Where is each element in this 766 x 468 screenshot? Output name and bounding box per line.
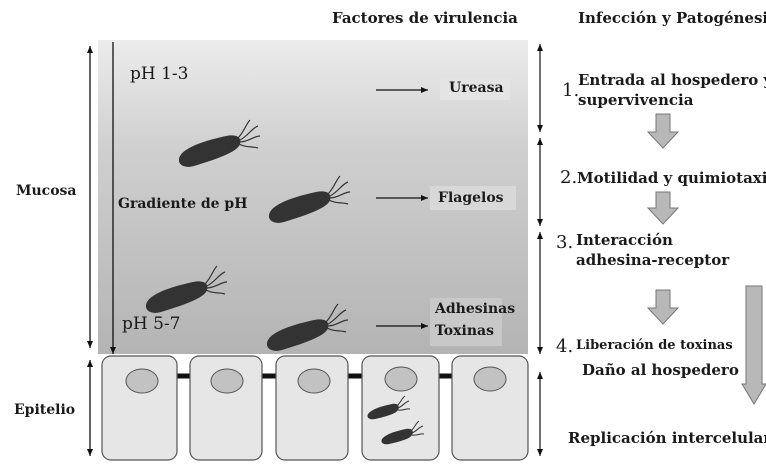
step-2-line1: Motilidad y quimiotaxis	[577, 169, 766, 187]
ph-gradient-label: Gradiente de pH	[118, 196, 248, 212]
region-label-epitelio: Epitelio	[14, 402, 76, 418]
flow-arrows	[646, 113, 766, 405]
cell-nucleus	[125, 368, 159, 394]
factor-toxinas: Toxinas	[435, 323, 494, 339]
step-2-number: 2.	[560, 167, 578, 188]
factor-ureasa: Ureasa	[449, 80, 504, 96]
epithelial-cell	[189, 355, 263, 461]
step-3-line2: adhesina-receptor	[576, 251, 730, 269]
cell-nucleus	[297, 368, 331, 394]
ph-top-label: pH 1-3	[130, 64, 189, 84]
outcome-host-damage: Daño al hospedero	[582, 361, 739, 379]
cell-nucleus	[210, 368, 244, 394]
epithelium	[101, 355, 529, 461]
ph-bottom-label: pH 5-7	[122, 314, 181, 334]
down-arrow-icon	[646, 113, 680, 149]
adhesinas-box	[430, 298, 502, 346]
down-arrow-icon	[646, 289, 680, 325]
step-1-line1: Entrada al hospedero y	[578, 71, 766, 89]
step-4-line1: Liberación de toxinas	[576, 338, 733, 353]
region-label-mucosa: Mucosa	[16, 183, 77, 199]
flagelos-box	[430, 186, 516, 210]
header-infection-pathogenesis: Infección y Patogénesis	[578, 9, 766, 27]
down-arrow-icon	[646, 191, 680, 225]
step-1-line2: supervivencia	[578, 91, 694, 109]
factor-adhesinas: Adhesinas	[435, 301, 516, 317]
step-4-number: 4.	[556, 336, 574, 357]
cell-nucleus	[384, 366, 418, 392]
outcome-replication: Replicación intercelular?	[568, 429, 766, 447]
step-1-number: 1.	[562, 80, 580, 101]
step-3-number: 3.	[556, 232, 574, 253]
step-3-line1: Interacción	[576, 231, 673, 249]
ureasa-box	[440, 78, 510, 100]
long-down-arrow-icon	[741, 285, 766, 405]
cell-nucleus	[473, 366, 507, 392]
factor-flagelos: Flagelos	[438, 190, 504, 206]
header-virulence-factors: Factores de virulencia	[332, 9, 518, 27]
epithelial-cell	[451, 355, 529, 461]
